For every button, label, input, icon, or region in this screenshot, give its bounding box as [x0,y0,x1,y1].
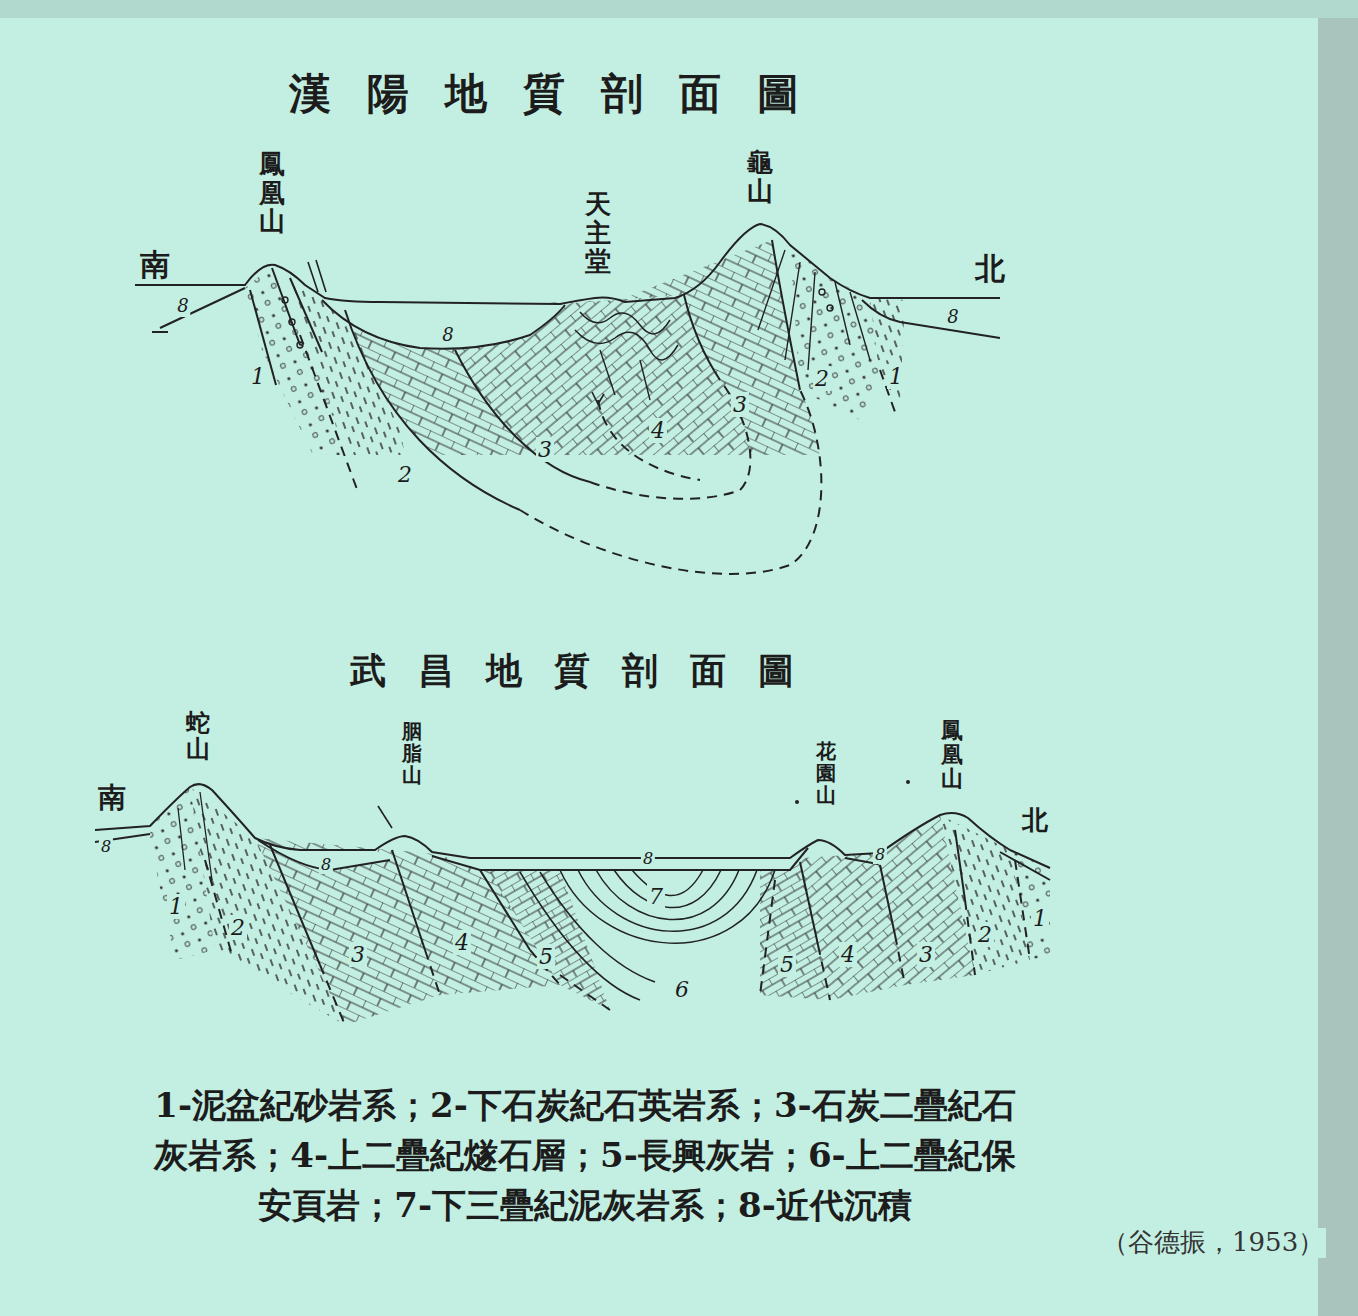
unit-number: 3 [349,942,367,967]
section-title: 武昌地質剖面圖 [348,650,828,691]
legend-entry: 4-上二疊紀燧石層； [290,1135,600,1175]
unit-number: 5 [778,952,796,977]
direction-label: 北 [1020,806,1050,836]
place-name: 鳳凰山 [258,148,286,238]
legend-entry: 2-下石炭紀石英岩系； [430,1085,774,1125]
citation: （谷德振，1953） [1100,1228,1326,1258]
unit-number: 4 [649,418,667,443]
legend-entry: 8-近代沉積 [738,1185,912,1225]
place-name: 蛇山 [185,708,211,765]
unit-number: 4 [839,942,857,967]
legend-entry: 7-下三疊紀泥灰岩系； [394,1185,738,1225]
unit-number: 1 [1031,906,1049,931]
unit-number: 5 [537,944,555,969]
unit-number: 2 [976,922,994,947]
unit-number: 2 [813,366,831,391]
direction-label: 北 [973,252,1007,287]
unit-number: 2 [396,462,414,487]
unit-number: 6 [673,977,691,1002]
unit-number: 8 [319,856,333,874]
place-name: 天主堂 [584,188,612,278]
unit-number: 2 [229,915,247,940]
unit-number: 7 [647,884,665,909]
unit-number: 4 [453,930,471,955]
place-name: 胭脂山 [401,718,423,788]
unit-number: 8 [945,307,960,328]
legend-block: 1-泥盆紀砂岩系；2-下石炭紀石英岩系；3-石炭二疊紀石灰岩系；4-上二疊紀燧石… [140,1080,1030,1230]
unit-number: 1 [887,364,905,389]
direction-label: 南 [138,248,172,283]
unit-number: 3 [917,942,935,967]
unit-number: 8 [99,838,113,856]
place-name: 花園山 [815,738,837,808]
unit-number: 8 [175,296,190,317]
unit-number: 8 [641,850,655,868]
unit-number: 1 [249,364,267,389]
unit-number: 1 [167,894,185,919]
direction-label: 南 [96,782,128,814]
section-title: 漢陽地質剖面圖 [287,70,837,118]
legend-entry: 1-泥盆紀砂岩系； [154,1085,430,1125]
unit-number: 8 [873,846,887,864]
unit-number: 3 [731,392,749,417]
place-name: 龜山 [746,146,774,207]
unit-number: 8 [440,325,455,346]
legend-entry: 5-長興灰岩； [600,1135,808,1175]
place-name: 鳳凰山 [940,716,964,793]
unit-number: 3 [536,437,554,462]
